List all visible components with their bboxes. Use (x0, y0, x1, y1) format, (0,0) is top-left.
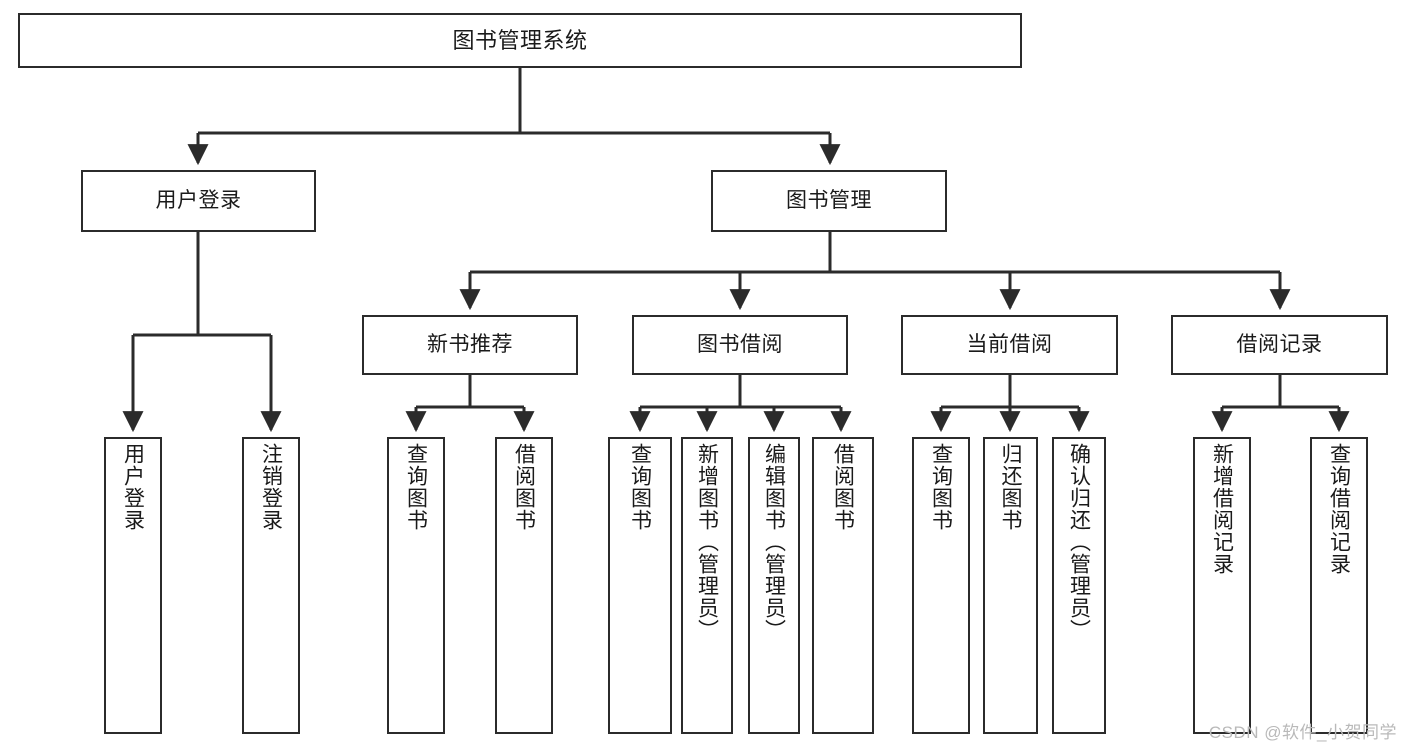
node-leaf-borrow-book-1-label: 借阅图书 (512, 443, 536, 531)
node-leaf-confirm-return[interactable]: 确认归还（管理员） (1052, 437, 1106, 734)
node-new-book-rec[interactable]: 新书推荐 (362, 315, 578, 375)
node-leaf-add-book[interactable]: 新增图书（管理员） (681, 437, 733, 734)
node-user-login-label: 用户登录 (155, 188, 242, 212)
node-leaf-query-record[interactable]: 查询借阅记录 (1310, 437, 1368, 734)
node-leaf-return-book[interactable]: 归还图书 (983, 437, 1038, 734)
node-root-label: 图书管理系统 (452, 27, 588, 53)
node-leaf-add-book-label: 新增图书（管理员） (695, 443, 719, 641)
node-user-login[interactable]: 用户登录 (81, 170, 316, 232)
node-leaf-query-record-label: 查询借阅记录 (1327, 443, 1351, 575)
node-leaf-query-book-1-label: 查询图书 (404, 443, 428, 531)
node-leaf-edit-book[interactable]: 编辑图书（管理员） (748, 437, 800, 734)
node-leaf-return-book-label: 归还图书 (999, 443, 1022, 531)
node-leaf-query-book-2[interactable]: 查询图书 (608, 437, 672, 734)
node-leaf-query-book-2-label: 查询图书 (628, 443, 652, 531)
node-book-manage-label: 图书管理 (786, 188, 872, 212)
node-current-borrow-label: 当前借阅 (966, 332, 1053, 356)
node-leaf-query-book-3[interactable]: 查询图书 (912, 437, 970, 734)
node-book-borrow-label: 图书借阅 (697, 332, 783, 356)
node-leaf-add-record[interactable]: 新增借阅记录 (1193, 437, 1251, 734)
node-leaf-user-login[interactable]: 用户登录 (104, 437, 162, 734)
node-leaf-user-login-label: 用户登录 (121, 443, 145, 531)
node-borrow-record-label: 借阅记录 (1236, 332, 1323, 356)
node-leaf-query-book-1[interactable]: 查询图书 (387, 437, 445, 734)
node-leaf-borrow-book-2[interactable]: 借阅图书 (812, 437, 874, 734)
node-leaf-borrow-book-1[interactable]: 借阅图书 (495, 437, 553, 734)
node-book-manage[interactable]: 图书管理 (711, 170, 947, 232)
node-leaf-borrow-book-2-label: 借阅图书 (831, 443, 855, 531)
node-new-book-rec-label: 新书推荐 (427, 332, 513, 356)
node-leaf-logout[interactable]: 注销登录 (242, 437, 300, 734)
node-leaf-logout-label: 注销登录 (259, 443, 283, 531)
node-leaf-confirm-return-label: 确认归还（管理员） (1067, 443, 1091, 641)
node-leaf-edit-book-label: 编辑图书（管理员） (762, 443, 786, 641)
node-current-borrow[interactable]: 当前借阅 (901, 315, 1118, 375)
node-leaf-query-book-3-label: 查询图书 (929, 443, 953, 531)
node-leaf-add-record-label: 新增借阅记录 (1210, 443, 1234, 575)
node-book-borrow[interactable]: 图书借阅 (632, 315, 848, 375)
node-root[interactable]: 图书管理系统 (18, 13, 1022, 68)
node-borrow-record[interactable]: 借阅记录 (1171, 315, 1388, 375)
